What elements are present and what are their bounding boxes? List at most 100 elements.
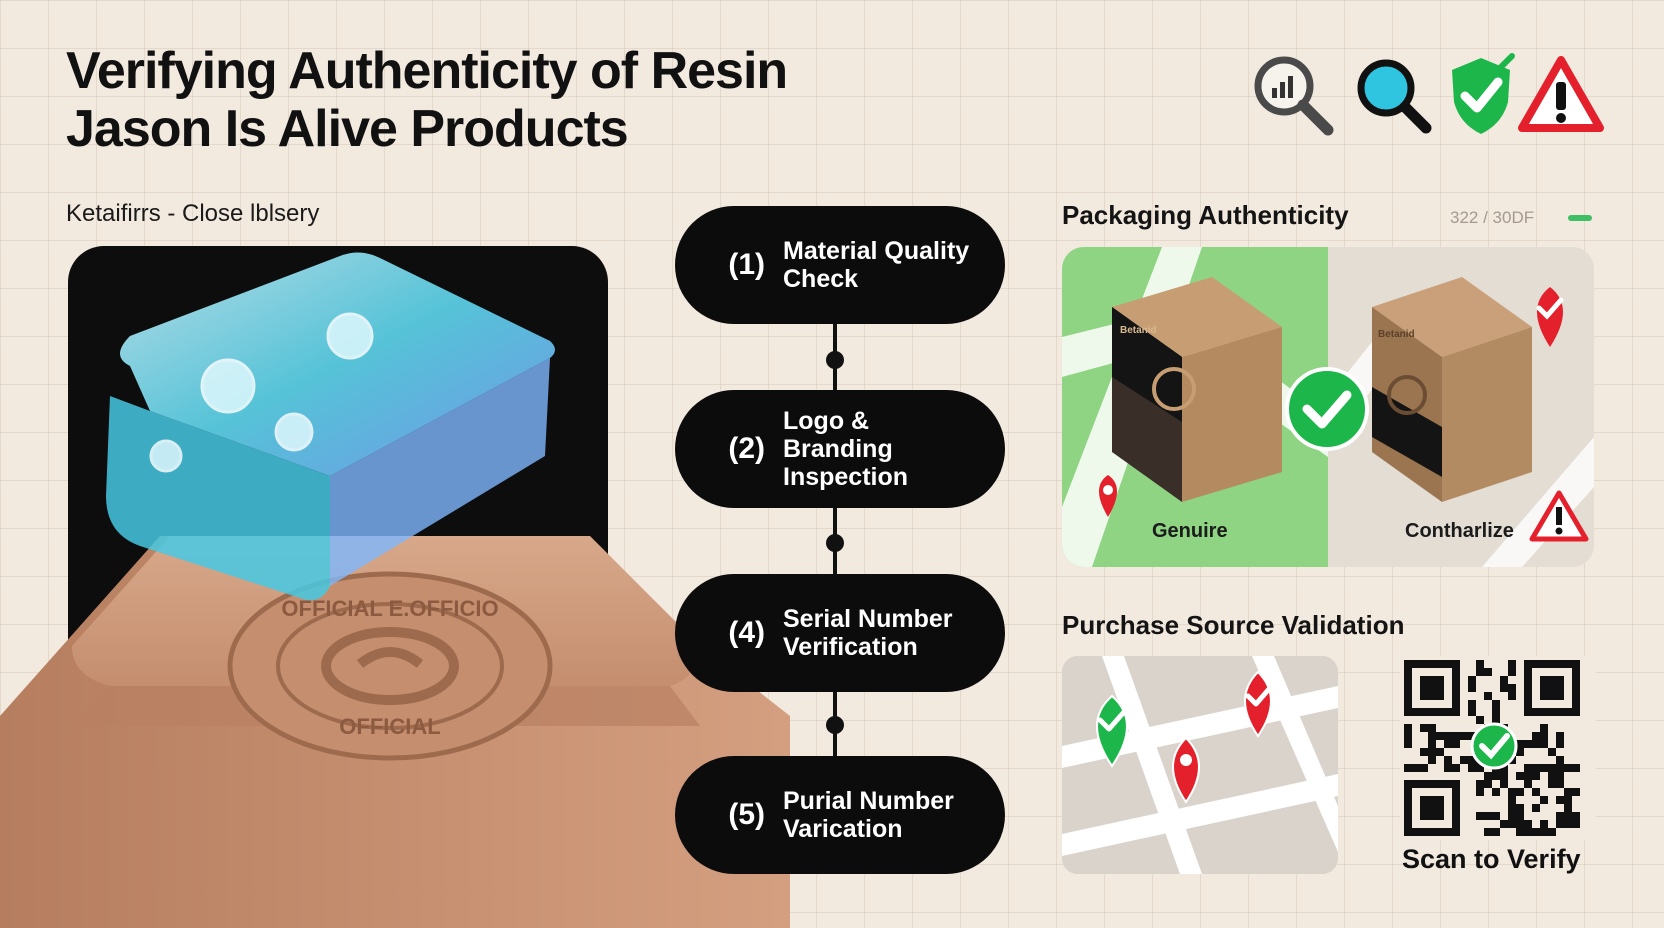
qr-module xyxy=(1516,772,1524,780)
qr-module xyxy=(1564,796,1572,804)
qr-module xyxy=(1524,828,1532,836)
qr-module xyxy=(1516,820,1524,828)
verification-steps: (1) Material Quality Check (2) Logo & Br… xyxy=(675,206,1005,882)
step-serial-number[interactable]: (4) Serial Number Verification xyxy=(675,574,1005,692)
qr-module xyxy=(1540,820,1548,828)
qr-module xyxy=(1524,780,1532,788)
qr-module xyxy=(1540,724,1548,732)
magnifier-chart-icon xyxy=(1248,50,1338,140)
warning-icon xyxy=(1516,50,1606,140)
qr-module xyxy=(1524,764,1532,772)
qr-module xyxy=(1564,764,1572,772)
qr-check-mark xyxy=(1479,733,1510,760)
product-section-label: Ketaifirrs - Close lblsery xyxy=(66,200,320,227)
qr-module xyxy=(1564,812,1572,820)
qr-module xyxy=(1468,732,1476,740)
qr-module xyxy=(1428,732,1436,740)
qr-module xyxy=(1508,812,1516,820)
qr-module xyxy=(1452,764,1460,772)
step-label-line2: Varication xyxy=(783,815,903,843)
qr-module xyxy=(1500,820,1508,828)
qr-module xyxy=(1556,740,1564,748)
qr-module xyxy=(1540,740,1548,748)
qr-module xyxy=(1460,756,1468,764)
qr-finder xyxy=(1420,676,1444,700)
qr-module xyxy=(1428,756,1436,764)
qr-module xyxy=(1452,732,1460,740)
qr-module xyxy=(1468,764,1476,772)
qr-module xyxy=(1428,740,1436,748)
qr-module xyxy=(1508,796,1516,804)
step-label-line2: Check xyxy=(783,265,859,293)
qr-module xyxy=(1492,700,1500,708)
qr-module xyxy=(1516,748,1524,756)
qr-module xyxy=(1476,812,1484,820)
qr-module xyxy=(1524,772,1532,780)
qr-module xyxy=(1492,772,1500,780)
qr-module xyxy=(1420,724,1428,732)
step-purial-number[interactable]: (5) Purial Number Varication xyxy=(675,756,1005,874)
qr-module xyxy=(1404,732,1412,740)
store-locator-map[interactable] xyxy=(1062,656,1338,874)
qr-check-icon xyxy=(1470,722,1518,770)
qr-module xyxy=(1548,748,1556,756)
qr-module xyxy=(1476,660,1484,668)
stamp-top-text: OFFICIAL E.OFFICIO xyxy=(281,596,498,621)
qr-module xyxy=(1532,804,1540,812)
qr-module xyxy=(1468,708,1476,716)
qr-module xyxy=(1444,732,1452,740)
step-number: (5) xyxy=(728,798,765,831)
page-title-line1: Verifying Authenticity of Resin xyxy=(66,42,788,100)
qr-module xyxy=(1556,772,1564,780)
qr-module xyxy=(1468,684,1476,692)
qr-module xyxy=(1460,732,1468,740)
qr-module xyxy=(1516,828,1524,836)
purchase-title: Purchase Source Validation xyxy=(1062,610,1405,640)
qr-module xyxy=(1508,660,1516,668)
qr-module xyxy=(1500,780,1508,788)
qr-module xyxy=(1508,684,1516,692)
qr-module xyxy=(1436,732,1444,740)
step-label-line2: Inspection xyxy=(783,463,909,491)
qr-module xyxy=(1564,820,1572,828)
qr-module xyxy=(1508,692,1516,700)
qr-module xyxy=(1532,732,1540,740)
qr-module xyxy=(1556,812,1564,820)
step-logo-branding[interactable]: (2) Logo & Branding Inspection xyxy=(675,390,1005,508)
qr-module xyxy=(1564,804,1572,812)
qr-module xyxy=(1548,772,1556,780)
check-shield-icon xyxy=(1436,50,1526,140)
qr-module xyxy=(1556,796,1564,804)
genuine-label: Genuire xyxy=(1152,520,1228,542)
qr-module xyxy=(1428,748,1436,756)
step-material-quality[interactable]: (1) Material Quality Check xyxy=(675,206,1005,324)
qr-module xyxy=(1492,708,1500,716)
qr-module xyxy=(1556,764,1564,772)
qr-module xyxy=(1508,820,1516,828)
qr-module xyxy=(1476,668,1484,676)
qr-code[interactable] xyxy=(1400,656,1596,840)
qr-module xyxy=(1444,756,1452,764)
connector-dot xyxy=(826,534,844,552)
packaging-comparison-image: Betanid Betanid xyxy=(1062,247,1594,567)
qr-module xyxy=(1492,788,1500,796)
qr-module xyxy=(1532,772,1540,780)
step-label: Purial Number Varication xyxy=(783,787,983,843)
stamp-bottom-text: OFFICIAL xyxy=(339,714,440,739)
qr-module xyxy=(1484,668,1492,676)
qr-module xyxy=(1468,700,1476,708)
qr-module xyxy=(1484,692,1492,700)
packaging-meta: 322 / 30DF xyxy=(1450,208,1535,227)
qr-module xyxy=(1412,764,1420,772)
step-label: Logo & Branding Inspection xyxy=(783,407,983,491)
qr-module xyxy=(1476,788,1484,796)
qr-module xyxy=(1484,772,1492,780)
qr-module xyxy=(1564,788,1572,796)
qr-module xyxy=(1500,676,1508,684)
qr-module xyxy=(1548,764,1556,772)
qr-module xyxy=(1468,676,1476,684)
genuine-box-brand: Betanid xyxy=(1120,325,1157,336)
step-label-line1: Material Quality xyxy=(783,237,970,265)
qr-module xyxy=(1572,812,1580,820)
qr-module xyxy=(1516,804,1524,812)
